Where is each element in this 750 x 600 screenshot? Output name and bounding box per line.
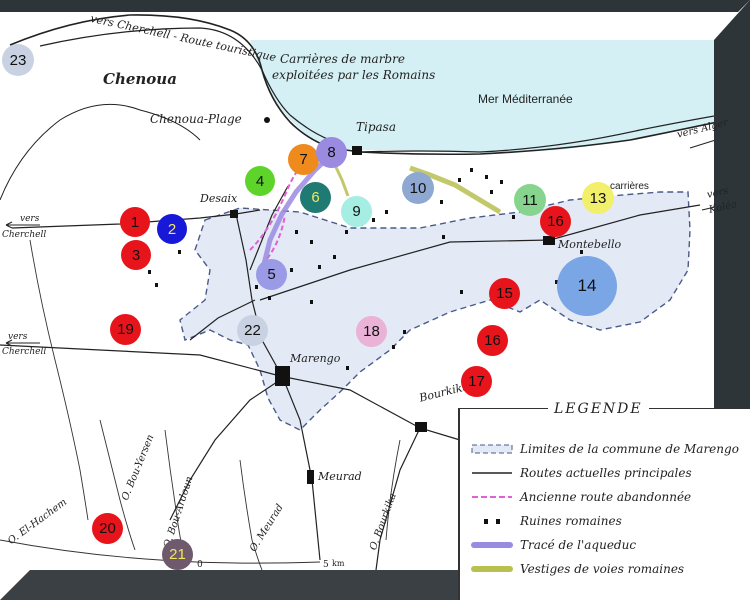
frame-top [0,0,750,12]
label-vers-cherchell-west2-b: Cherchell [2,347,47,357]
site-marker-15[interactable]: 15 [489,278,520,309]
site-marker-18[interactable]: 18 [356,316,387,347]
aqueduct-icon [470,535,514,555]
legend-label: Tracé de l'aqueduc [520,538,637,552]
legend-title: LEGENDE [548,401,649,417]
site-marker-2[interactable]: 2 [157,214,187,244]
legend-item-aqueduct: Tracé de l'aqueduc [470,535,636,555]
legend-item-old-road: Ancienne route abandonnée [470,487,691,507]
site-marker-20[interactable]: 20 [92,513,123,544]
site-marker-number: 20 [99,520,116,537]
label-carrieres: carrières [610,181,649,192]
label-mer-mediterranee: Mer Méditerranée [478,92,573,106]
site-marker-number: 3 [131,246,141,264]
label-vers-cherchell-west1-a: vers [20,214,40,224]
site-marker-number: 19 [117,321,134,338]
site-marker-8[interactable]: 8 [316,137,347,168]
site-marker-5[interactable]: 5 [256,259,287,290]
site-marker-21[interactable]: 21 [162,539,193,570]
site-marker-number: 4 [255,172,265,190]
legend-label: Routes actuelles principales [520,466,692,480]
label-scale-unit: km [332,559,345,568]
sea-area [250,40,750,153]
site-marker-number: 14 [577,276,597,295]
label-marengo: Marengo [290,352,341,365]
site-marker-16-south[interactable]: 16 [477,325,508,356]
legend-item-main-road: Routes actuelles principales [470,463,692,483]
site-marker-17[interactable]: 17 [461,366,492,397]
site-marker-6[interactable]: 6 [300,182,331,213]
label-chenoua: Chenoua [103,70,177,88]
site-marker-number: 22 [244,322,261,339]
old-road-icon [470,487,514,507]
site-marker-number: 11 [522,191,538,209]
legend-label: Limites de la commune de Marengo [520,442,739,456]
site-marker-11[interactable]: 11 [514,184,546,216]
label-scale-5: 5 [323,560,329,570]
aqueduct [259,153,333,275]
roman-road-vestiges-2 [333,164,350,197]
site-marker-number: 18 [363,323,380,340]
site-marker-number: 9 [352,203,361,220]
legend-item-ruins: Ruines romaines [470,511,622,531]
label-exploitees-romains: exploitées par les Romains [272,68,436,82]
site-marker-22[interactable]: 22 [237,315,268,346]
legend-item-commune-boundary: Limites de la commune de Marengo [470,439,739,459]
site-marker-number: 5 [267,266,276,283]
label-vers-cherchell-west1-b: Cherchell [2,230,47,240]
site-marker-19[interactable]: 19 [110,314,141,345]
legend-label: Ruines romaines [520,514,622,528]
site-marker-9[interactable]: 9 [341,196,372,227]
site-marker-7[interactable]: 7 [288,144,319,175]
site-marker-number: 8 [327,144,336,161]
ruins-icon [470,511,514,531]
site-marker-16[interactable]: 16 [540,206,571,237]
rivers [0,239,401,571]
site-marker-10[interactable]: 10 [402,172,434,204]
site-marker-number: 6 [311,189,320,206]
site-marker-4[interactable]: 4 [245,166,275,196]
roman-road-icon [470,559,514,579]
site-marker-number: 2 [167,220,177,238]
label-chenoua-plage: Chenoua-Plage [150,112,242,126]
label-vers-cherchell-west2-a: vers [8,332,28,342]
towns [230,117,555,484]
site-marker-23[interactable]: 23 [2,44,34,76]
label-meurad: Meurad [318,470,362,483]
legend-label: Ancienne route abandonnée [520,490,692,504]
label-carrieres-marbre: Carrières de marbre [280,52,405,66]
site-marker-number: 16 [547,213,564,230]
old-road [249,169,299,251]
coastline-west [0,103,201,201]
main-road-icon [470,463,514,483]
site-marker-number: 1 [130,213,140,231]
site-marker-number: 13 [589,189,607,207]
site-marker-3[interactable]: 3 [121,240,151,270]
legend-item-roman-road: Vestiges de voies romaines [470,559,684,579]
site-marker-number: 23 [9,51,27,69]
site-marker-13[interactable]: 13 [582,182,614,214]
coastline [9,14,750,156]
site-marker-number: 7 [299,151,308,168]
commune-boundary-icon [470,439,514,459]
label-scale-0: 0 [197,560,203,570]
site-marker-number: 17 [468,373,485,390]
label-tipasa: Tipasa [356,120,396,134]
site-marker-number: 10 [409,179,427,197]
site-marker-14[interactable]: 14 [557,256,617,316]
label-desaix: Desaix [200,192,238,205]
site-marker-number: 15 [496,285,513,302]
site-marker-number: 16 [484,332,501,349]
site-marker-number: 21 [169,546,186,563]
legend: LEGENDE Limites de la commune de Marengo… [458,401,750,600]
site-marker-1[interactable]: 1 [120,207,150,237]
label-montebello: Montebello [558,238,622,251]
legend-label: Vestiges de voies romaines [520,562,685,576]
